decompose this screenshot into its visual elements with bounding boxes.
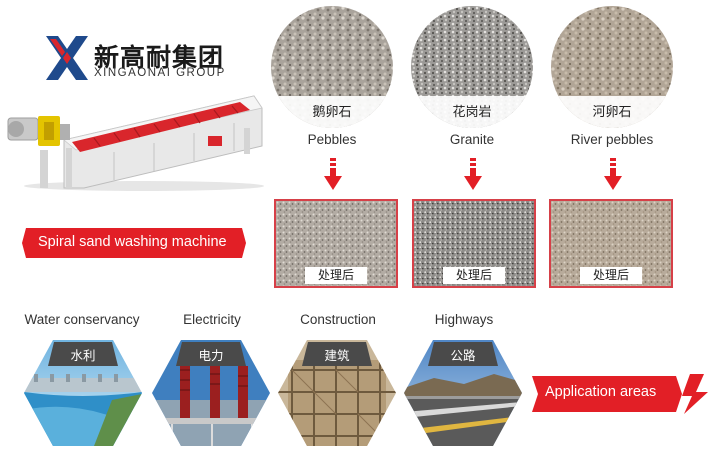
river-pebbles-image: 河卵石 — [551, 6, 673, 128]
application-electricity: Electricity 电力 — [150, 312, 274, 446]
raw-stone-river-pebbles: 河卵石 River pebbles — [550, 6, 674, 147]
application-tag: 水利 — [48, 342, 118, 366]
company-name-cn: 新高耐集团 — [94, 44, 225, 72]
granite-label-cn: 花岗岩 — [411, 96, 533, 128]
processed-label: 处理后 — [580, 267, 642, 284]
granite-label-en: Granite — [449, 132, 495, 147]
pebbles-label-en: Pebbles — [307, 132, 357, 147]
arrow-down-icon — [604, 158, 622, 190]
lightning-icon — [682, 374, 708, 414]
application-tag: 电力 — [176, 342, 246, 366]
application-areas-label: Application areas — [545, 384, 657, 400]
application-title-cn: 水利 — [70, 349, 96, 363]
machine-name: Spiral sand washing machine — [38, 234, 227, 250]
application-tag: 建筑 — [302, 342, 372, 366]
company-logo: 新高耐集团 XINGAONAI GROUP — [46, 36, 226, 82]
pebbles-image: 鹅卵石 — [271, 6, 393, 128]
processed-granite: 处理后 — [412, 199, 536, 288]
application-title-en: Water conservancy — [24, 312, 140, 327]
arrow-down-icon — [324, 158, 342, 190]
river-pebbles-label-en: River pebbles — [570, 132, 654, 147]
x-logo-icon — [46, 36, 88, 80]
processed-river-pebbles: 处理后 — [549, 199, 673, 288]
processed-label: 处理后 — [305, 267, 367, 284]
granite-image: 花岗岩 — [411, 6, 533, 128]
machine-name-banner: Spiral sand washing machine — [22, 226, 246, 260]
application-highways: Highways 公路 — [402, 312, 526, 446]
application-tag: 公路 — [428, 342, 498, 366]
application-construction: Construction 建筑 — [276, 312, 400, 446]
raw-stone-pebbles: 鹅卵石 Pebbles — [270, 6, 394, 147]
application-water-conservancy: Water conservancy 水利 — [20, 312, 144, 446]
application-title-en: Highways — [434, 312, 494, 327]
spiral-washer-image — [7, 95, 264, 191]
application-title-cn: 建筑 — [324, 349, 350, 363]
processed-label: 处理后 — [443, 267, 505, 284]
raw-stone-granite: 花岗岩 Granite — [410, 6, 534, 147]
arrow-down-icon — [464, 158, 482, 190]
river-pebbles-label-cn: 河卵石 — [551, 96, 673, 128]
processed-pebbles: 处理后 — [274, 199, 398, 288]
application-title-en: Construction — [300, 312, 376, 327]
application-title-en: Electricity — [183, 312, 241, 327]
application-title-cn: 公路 — [450, 349, 476, 363]
pebbles-label-cn: 鹅卵石 — [271, 96, 393, 128]
electricity-image — [152, 340, 270, 446]
company-name-en: XINGAONAI GROUP — [94, 67, 226, 79]
application-areas-banner: Application areas — [532, 374, 714, 414]
application-title-cn: 电力 — [198, 349, 224, 363]
